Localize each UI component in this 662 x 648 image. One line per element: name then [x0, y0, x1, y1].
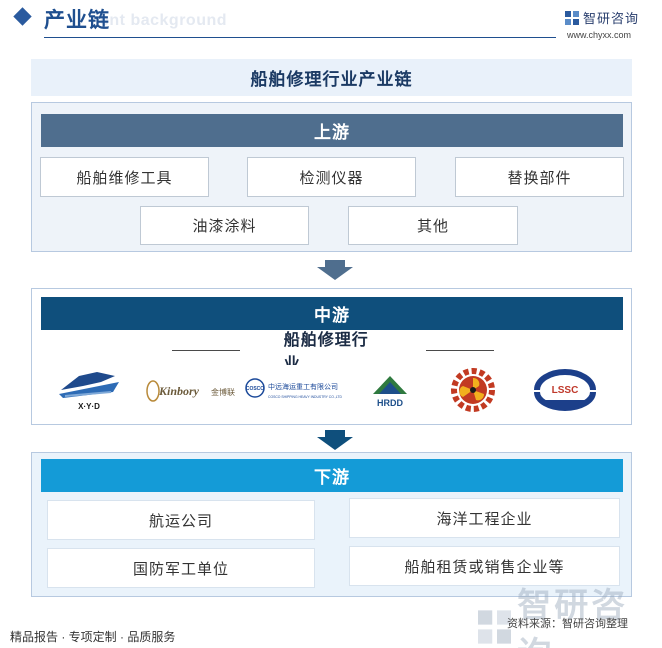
kinbory-logo-icon: Kinbory 金博联 [146, 379, 235, 402]
midstream-section: 中游 船舶修理行业 X·Y·D Kinbory 金博联 COSCO 中远海运重工… [31, 288, 632, 425]
hrdd-logo-icon: HRDD [373, 375, 407, 408]
cosco-logo-text: COSCO [246, 386, 264, 392]
cosco-logo-icon: COSCO 中远海运重工有限公司 COSCO SHIPPING HEAVY IN… [245, 377, 342, 399]
xyd-logo-icon: X·Y·D [59, 371, 119, 411]
downstream-item: 海洋工程企业 [349, 498, 620, 538]
downstream-bar: 下游 [41, 459, 623, 492]
company-logo-kinbory: Kinbory 金博联 [144, 365, 236, 414]
midstream-bar: 中游 [41, 297, 623, 330]
gear-propeller-icon [451, 367, 495, 412]
downstream-section: 下游 航运公司 海洋工程企业 国防军工单位 船舶租赁或销售企业等 [31, 452, 632, 597]
watermark-text: 智研咨询 [517, 587, 629, 648]
header-diamond-icon [13, 7, 32, 26]
kinbory-logo-text: Kinbory [158, 384, 200, 398]
xyd-logo-text: X·Y·D [78, 402, 100, 411]
cosco-logo-text-cn: 中远海运重工有限公司 [268, 382, 338, 391]
company-logo-lssc: LSSC [526, 365, 604, 414]
company-logo-xyd: X·Y·D [50, 365, 128, 414]
watermark-mark-icon [478, 610, 512, 644]
subtitle-right-line [426, 349, 495, 351]
brand-mark-icon [565, 10, 579, 25]
down-arrow-icon [317, 430, 353, 450]
cosco-logo-text-en: COSCO SHIPPING HEAVY INDUSTRY CO.,LTD [268, 395, 342, 399]
company-logo-cosco: COSCO 中远海运重工有限公司 COSCO SHIPPING HEAVY IN… [244, 365, 344, 414]
downstream-item: 航运公司 [47, 500, 315, 540]
footer-slogan: 精品报告 · 专项定制 · 品质服务 [10, 630, 176, 644]
hrdd-logo-text: HRDD [377, 398, 403, 408]
upstream-item: 其他 [348, 206, 518, 245]
downstream-item: 国防军工单位 [47, 548, 315, 588]
footer-watermark: 智研咨询 [478, 578, 662, 648]
upstream-section: 上游 船舶维修工具 检测仪器 替换部件 油漆涂料 其他 [31, 102, 632, 252]
upstream-item: 油漆涂料 [140, 206, 309, 245]
down-arrow-icon [317, 260, 353, 280]
upstream-bar: 上游 [41, 114, 623, 147]
chain-title: 船舶修理行业产业链 [31, 59, 632, 96]
header-ghost-text: ent background [100, 12, 228, 29]
midstream-subtitle-row: 船舶修理行业 [172, 332, 495, 373]
downstream-item: 船舶租赁或销售企业等 [349, 546, 620, 586]
brand-name: 智研咨询 [583, 11, 640, 26]
upstream-item: 检测仪器 [247, 157, 416, 197]
page-title: 产业链 [44, 9, 110, 32]
lssc-logo-text: LSSC [552, 385, 579, 396]
upstream-item: 船舶维修工具 [40, 157, 209, 197]
brand-logo: 智研咨询 [565, 8, 639, 27]
lssc-logo-icon: LSSC [534, 368, 596, 411]
company-logo-hrdd: HRDD [360, 365, 420, 414]
company-logo-gear [440, 362, 506, 417]
brand-url: www.chyxx.com [567, 30, 632, 40]
header-divider [44, 37, 556, 38]
kinbory-logo-text-cn: 金博联 [211, 387, 235, 397]
subtitle-left-line [172, 349, 240, 351]
source-note: 资料来源：智研咨询整理 [507, 618, 628, 630]
upstream-item: 替换部件 [455, 157, 624, 197]
